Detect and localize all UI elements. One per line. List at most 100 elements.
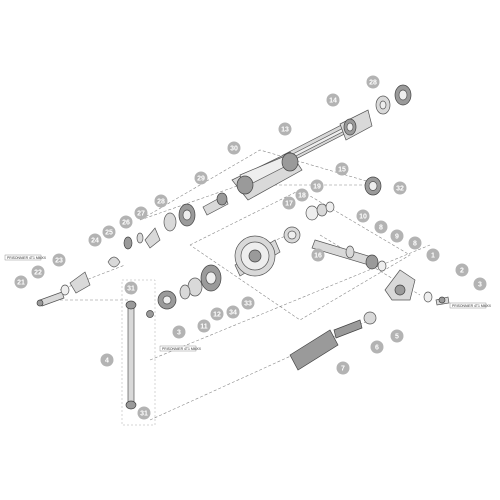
callout-7: 7 [336,361,350,375]
callout-26: 26 [119,215,133,229]
callout-badge [390,229,404,243]
callout-badge [102,225,116,239]
callout-badge [88,233,102,247]
callout-14-label: 14 [329,98,337,105]
shaft-end-29 [202,192,229,216]
push-rod-frame [121,279,156,426]
callout-12-label: 12 [213,312,221,319]
callout-3b: 3 [172,325,186,339]
spring-6 [333,319,363,339]
callout-badge [210,307,224,321]
callout-badge [31,265,45,279]
callout-8a: 8 [374,220,388,234]
small-parts-24-27 [107,227,161,268]
callout-badge [295,188,309,202]
callout-badge [14,275,28,289]
callout-25: 25 [102,225,116,239]
callout-4-label: 4 [105,358,109,365]
reference-label-1-text: PRISONNIER 4T1 MMXX [7,256,47,260]
shaft-10 [311,239,387,272]
callout-14: 14 [326,93,340,107]
callout-9: 9 [390,229,404,243]
callout-28b: 28 [154,194,168,208]
callout-18-label: 18 [298,193,306,200]
reference-label-3: PRISONNIER 4T1 MMXX [449,302,492,309]
callout-1: 1 [426,248,440,262]
callout-31b-label: 31 [140,411,148,418]
callout-2-label: 2 [460,268,464,275]
callout-27-label: 27 [137,211,145,218]
callout-33: 33 [241,296,255,310]
callout-badge [310,179,324,193]
callout-30-label: 30 [230,146,238,153]
reference-label-2: PRISONNIER 4T1 MMXX [159,345,202,352]
callout-10-label: 10 [359,214,367,221]
callout-badge [226,305,240,319]
callout-8b-label: 8 [413,241,417,248]
callout-badge [278,122,292,136]
callout-29-label: 29 [197,176,205,183]
bearing-32 [364,176,382,196]
callout-33-label: 33 [244,301,252,308]
callout-24-label: 24 [91,238,99,245]
bearing-28-left [163,203,196,232]
callout-11: 11 [197,319,211,333]
callout-21: 21 [14,275,28,289]
lever-1 [384,269,416,301]
callout-2: 2 [455,263,469,277]
callout-badge [154,194,168,208]
callout-badge [137,406,151,420]
cam-31 [157,290,177,310]
callout-18: 18 [295,188,309,202]
callout-badge [370,340,384,354]
callout-21-label: 21 [17,280,25,287]
callout-23: 23 [52,253,66,267]
callout-25-label: 25 [105,230,113,237]
callout-31a-label: 31 [127,286,135,293]
callout-badge [455,263,469,277]
callout-29: 29 [194,171,208,185]
callout-13-label: 13 [281,127,289,134]
callout-34-label: 34 [229,310,237,317]
callout-badges: 1 2 3 3 4 5 6 7 8 8 9 10 11 12 13 14 15 … [14,75,487,420]
callout-badge [241,296,255,310]
callout-badge [197,319,211,333]
bolt-parts-right [423,291,450,306]
callout-15: 15 [335,162,349,176]
selector-fork-14 [339,109,373,141]
callout-badge [393,181,407,195]
callout-19-label: 19 [313,184,321,191]
callout-badge [335,162,349,176]
bolt-3-left [146,310,154,318]
part-5 [363,311,377,325]
callout-badge [100,353,114,367]
bearings-11-12-33-34 [179,264,222,300]
callout-32-label: 32 [396,186,404,193]
callout-3: 3 [473,277,487,291]
callout-8b: 8 [408,236,422,250]
callout-15-label: 15 [338,167,346,174]
gear-assembly [234,226,301,277]
callout-13: 13 [278,122,292,136]
callout-badge [52,253,66,267]
callout-badge [366,75,380,89]
callout-23-label: 23 [55,258,63,265]
callout-badge [374,220,388,234]
callout-19: 19 [310,179,324,193]
washers-17-19 [305,201,335,221]
callout-28b-label: 28 [157,199,165,206]
callout-badge [124,281,138,295]
callout-27: 27 [134,206,148,220]
callout-5: 5 [390,329,404,343]
part-23 [69,271,91,294]
callout-28a-label: 28 [369,80,377,87]
reference-label-3-text: PRISONNIER 4T1 MMXX [452,304,492,308]
callout-7-label: 7 [341,366,345,373]
callout-32: 32 [393,181,407,195]
reference-label-1: PRISONNIER 4T1 MMXX [4,254,47,261]
callout-16-label: 16 [314,253,322,260]
bearing-28-top [375,84,412,115]
callout-24: 24 [88,233,102,247]
